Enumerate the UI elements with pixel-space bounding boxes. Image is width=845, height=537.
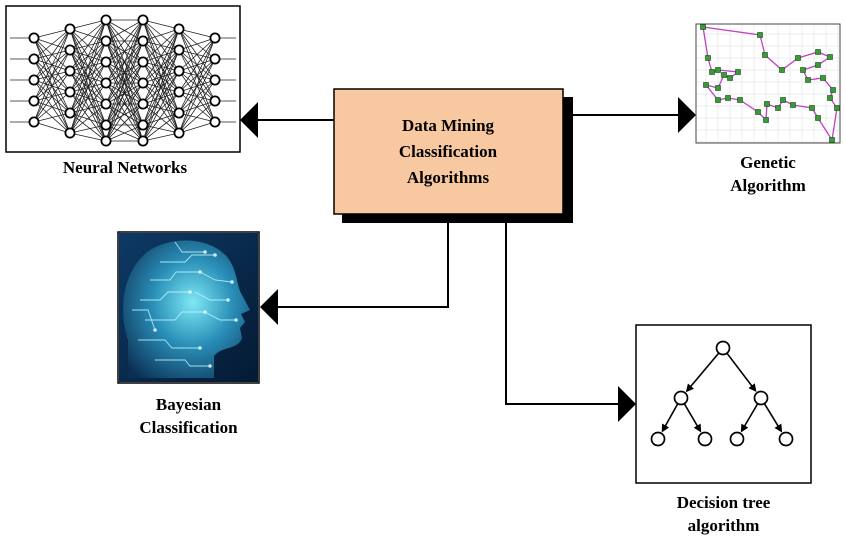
center-box-label: Data Mining Classification Algorithms xyxy=(334,113,562,191)
nn-node xyxy=(137,35,149,47)
tree-node xyxy=(715,340,731,356)
ga-city-node xyxy=(827,95,833,101)
nn-node xyxy=(209,53,221,65)
arrowhead-neural xyxy=(240,102,258,138)
ga-city-node xyxy=(815,115,821,121)
neural-network-thumbnail xyxy=(5,5,241,153)
nn-node xyxy=(173,44,185,56)
nn-node xyxy=(100,119,112,131)
ga-city-node xyxy=(703,82,709,88)
ga-city-node xyxy=(709,69,715,75)
tree-node xyxy=(729,431,745,447)
nn-node xyxy=(64,86,76,98)
nn-node xyxy=(100,77,112,89)
connector-decision-tree xyxy=(505,223,618,405)
nn-node xyxy=(64,65,76,77)
center-label-line2: Classification xyxy=(398,142,498,161)
ga-city-node xyxy=(805,77,811,83)
nn-node xyxy=(137,56,149,68)
ga-city-node xyxy=(725,95,731,101)
tree-node xyxy=(753,390,769,406)
nn-node xyxy=(28,95,40,107)
nn-node xyxy=(209,116,221,128)
tree-node xyxy=(650,431,666,447)
nn-node xyxy=(209,32,221,44)
center-box xyxy=(333,88,564,215)
nn-node xyxy=(28,53,40,65)
nn-node xyxy=(100,56,112,68)
decision-tree-label: Decision tree algorithm xyxy=(676,493,771,535)
ga-city-node xyxy=(735,69,741,75)
arrowhead-decision-tree xyxy=(618,386,636,422)
ga-city-node xyxy=(755,109,761,115)
nn-node xyxy=(100,35,112,47)
nn-node xyxy=(64,44,76,56)
ga-city-node xyxy=(705,55,711,61)
nn-node xyxy=(64,23,76,35)
nn-node xyxy=(137,98,149,110)
nn-node xyxy=(137,119,149,131)
ga-city-node xyxy=(815,62,821,68)
nn-node xyxy=(173,86,185,98)
ga-city-node xyxy=(800,67,806,73)
nn-node xyxy=(64,127,76,139)
ga-city-node xyxy=(780,97,786,103)
ga-city-node xyxy=(764,101,770,107)
nn-node xyxy=(173,65,185,77)
ga-city-node xyxy=(715,85,721,91)
nn-node xyxy=(100,135,112,147)
nn-node xyxy=(100,14,112,26)
nn-node xyxy=(209,95,221,107)
nn-node xyxy=(137,14,149,26)
genetic-algorithm-thumbnail xyxy=(695,23,841,144)
nn-node xyxy=(209,74,221,86)
bayesian-thumbnail xyxy=(117,231,260,384)
nn-node xyxy=(173,127,185,139)
ga-city-node xyxy=(762,52,768,58)
ga-city-node xyxy=(829,137,835,143)
neural-networks-label: Neural Networks xyxy=(62,158,188,177)
nn-node xyxy=(28,74,40,86)
ga-city-node xyxy=(763,117,769,123)
ga-city-node xyxy=(715,67,721,73)
nn-node xyxy=(173,23,185,35)
nn-node xyxy=(28,32,40,44)
ga-city-node xyxy=(727,75,733,81)
tree-node xyxy=(778,431,794,447)
nn-node xyxy=(173,107,185,119)
ga-city-node xyxy=(815,49,821,55)
nn-node xyxy=(28,116,40,128)
ga-city-node xyxy=(700,24,706,30)
nn-node xyxy=(137,135,149,147)
nn-node xyxy=(137,77,149,89)
ga-city-node xyxy=(790,102,796,108)
genetic-algorithm-label: Genetic Algorithm xyxy=(730,153,806,195)
bayesian-classification-label: Bayesian Classification xyxy=(139,395,238,437)
ai-head-silhouette xyxy=(123,240,250,378)
ga-city-node xyxy=(779,67,785,73)
center-label-line1: Data Mining xyxy=(401,116,495,135)
ga-city-node xyxy=(737,97,743,103)
nn-node xyxy=(64,107,76,119)
ga-city-node xyxy=(715,97,721,103)
connector-bayesian xyxy=(278,223,449,308)
ga-city-node xyxy=(820,75,826,81)
ga-city-node xyxy=(757,32,763,38)
nn-node xyxy=(100,98,112,110)
arrowhead-bayesian xyxy=(260,289,278,325)
tree-node xyxy=(673,390,689,406)
ga-city-node xyxy=(830,87,836,93)
ga-city-node xyxy=(809,105,815,111)
arrowhead-genetic xyxy=(678,97,696,133)
tree-node xyxy=(697,431,713,447)
ga-city-node xyxy=(834,105,840,111)
ga-city-node xyxy=(721,72,727,78)
ga-city-node xyxy=(827,54,833,60)
ga-city-node xyxy=(795,55,801,61)
decision-tree-thumbnail xyxy=(635,324,812,484)
center-label-line3: Algorithms xyxy=(406,168,490,187)
ga-city-node xyxy=(775,105,781,111)
